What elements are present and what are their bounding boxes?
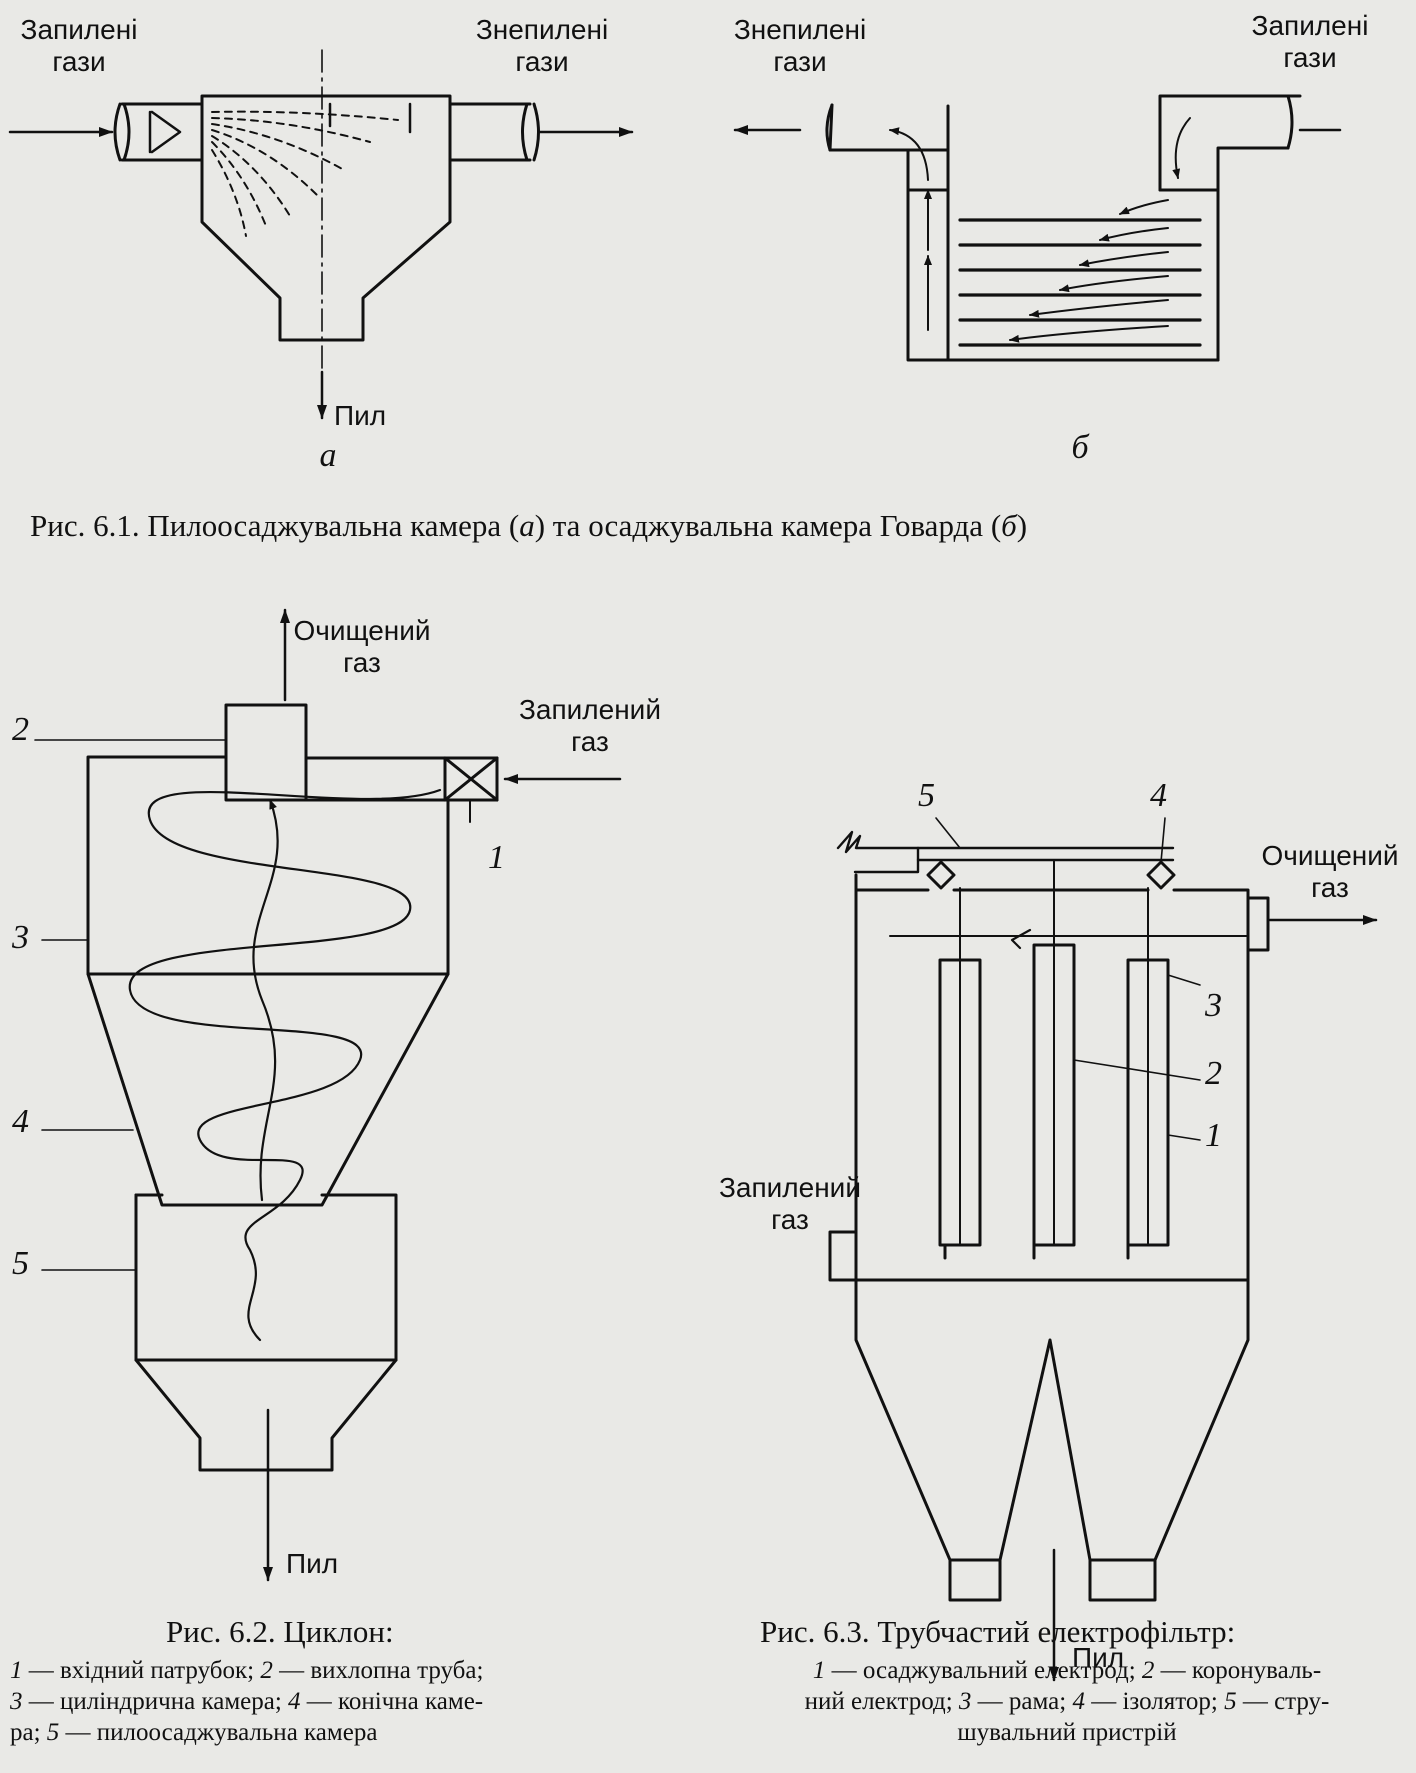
howard-chamber-b xyxy=(733,94,1342,362)
cyclone xyxy=(34,608,622,1582)
fig2-dusty-gas-label: Запилений газ xyxy=(519,694,661,757)
fig1a-letter: а xyxy=(319,437,337,474)
electrostatic-precipitator xyxy=(828,817,1378,1682)
fig2-number-5: 5 xyxy=(12,1245,29,1282)
fig2-number-2: 2 xyxy=(12,711,29,748)
settling-chamber-a xyxy=(8,49,634,420)
fig1b-letter: б xyxy=(1071,429,1089,466)
fig1a-inlet-label: Запилені гази xyxy=(20,14,138,77)
fig3-clean-gas-label: Очищений газ xyxy=(1261,840,1399,903)
fig3-caption: Рис. 6.3. Трубчастий електрофільтр: xyxy=(760,1614,1236,1649)
fig2-clean-gas-label: Очищений газ xyxy=(293,615,431,678)
fig1a-dust-label: Пил xyxy=(334,400,387,431)
fig2-caption: Рис. 6.2. Циклон: xyxy=(166,1614,394,1649)
fig3-legend: 1 — осаджувальний електрод; 2 — коронува… xyxy=(804,1657,1330,1746)
fig2-dust-label: Пил xyxy=(286,1548,339,1579)
fig3-dust-label: Пил xyxy=(1072,1642,1125,1673)
fig3-dusty-gas-label: Запилений газ xyxy=(719,1172,861,1235)
fig2-number-1: 1 xyxy=(488,839,505,876)
fig2-number-4: 4 xyxy=(12,1103,29,1140)
fig1a-outlet-label: Знепилені гази xyxy=(475,14,609,77)
fig3-number-3: 3 xyxy=(1205,987,1222,1024)
fig2-legend: 1 — вхідний патрубок; 2 — вихлопна труба… xyxy=(10,1657,484,1746)
fig3-number-5: 5 xyxy=(918,777,935,814)
fig3-number-1: 1 xyxy=(1205,1117,1222,1154)
fig2-number-3: 3 xyxy=(12,919,29,956)
fig1b-outlet-label: Знепилені гази xyxy=(733,14,867,77)
fig3-number-4: 4 xyxy=(1150,777,1167,814)
fig3-number-2: 2 xyxy=(1205,1055,1222,1092)
fig1b-inlet-label: Запилені гази xyxy=(1251,10,1369,73)
fig1-caption: Рис. 6.1. Пилоосаджувальна камера (а) та… xyxy=(30,508,1028,543)
